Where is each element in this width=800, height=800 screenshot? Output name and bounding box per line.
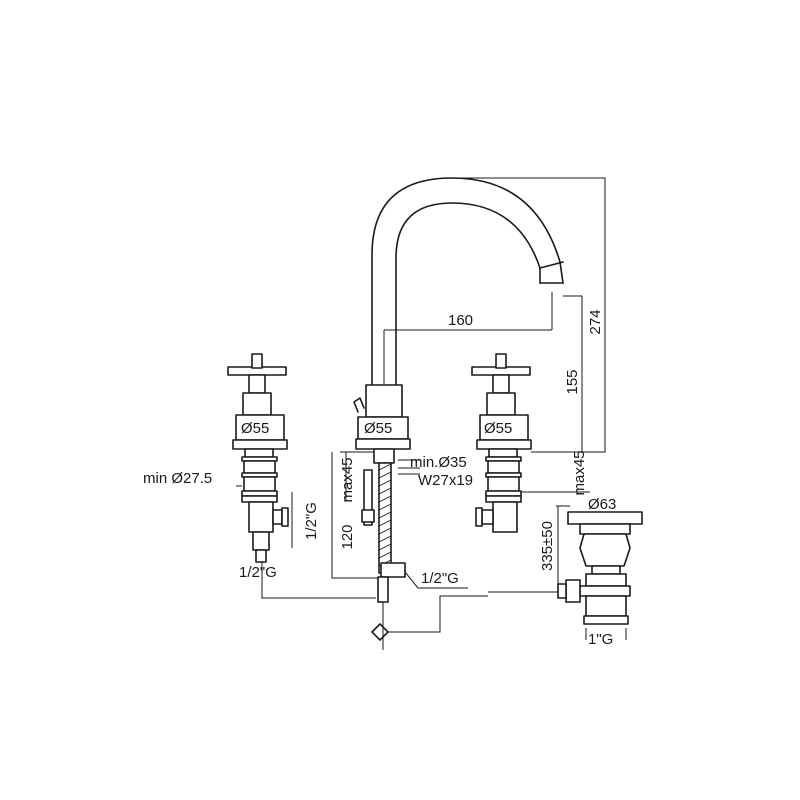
- drain-length-label: 335±50: [539, 521, 556, 571]
- right-handle-diameter-label: Ø55: [484, 420, 512, 437]
- min-hole-diameter-label: min Ø27.5: [143, 470, 212, 487]
- max-thickness-left-label: max45: [339, 457, 356, 502]
- pop-up-drain: [488, 511, 643, 625]
- left-supply-connection-label: 1/2"G: [239, 564, 277, 581]
- center-supply-connection-label: 1/2"G: [421, 570, 459, 587]
- drain-connection-label: 1"G: [588, 631, 613, 648]
- dimension-lines: [236, 177, 627, 640]
- center-body-diameter-label: Ø55: [364, 420, 392, 437]
- right-valve: [471, 353, 532, 533]
- dimension-labels: 160 274 155 Ø55 Ø55 Ø55 min Ø27.5 min.Ø3…: [143, 309, 616, 648]
- spout-height-label: 155: [564, 369, 581, 394]
- left-handle-diameter-label: Ø55: [241, 420, 269, 437]
- spout-reach-label: 160: [448, 312, 473, 329]
- max-thickness-right-label: max45: [571, 450, 588, 495]
- spout: [353, 177, 564, 650]
- drain-diameter-label: Ø63: [588, 496, 616, 513]
- thread-spec-label: W27x19: [418, 472, 473, 489]
- left-connection-label: 1/2"G: [303, 502, 320, 540]
- shank-length-label: 120: [339, 524, 356, 549]
- left-valve: [227, 353, 376, 599]
- total-height-label: 274: [587, 309, 604, 334]
- min-center-hole-label: min.Ø35: [410, 454, 467, 471]
